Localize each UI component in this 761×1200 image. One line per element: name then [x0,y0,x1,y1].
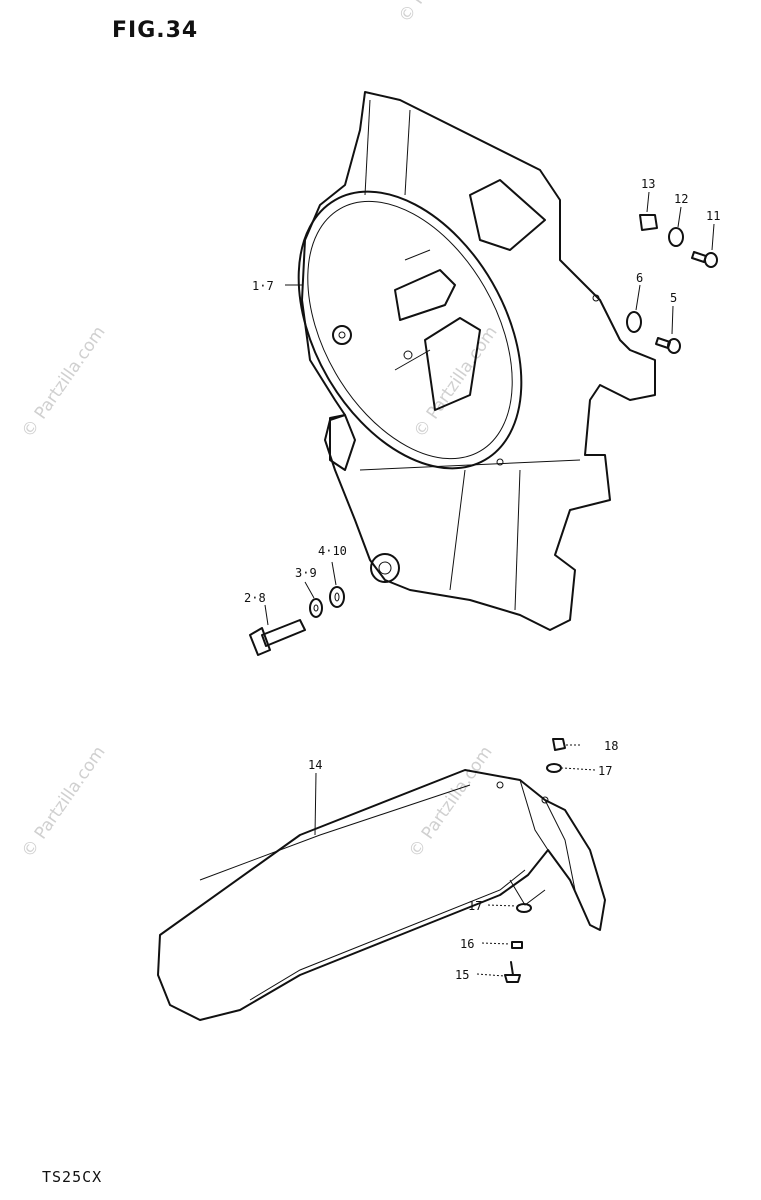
bolt-2-8 [249,619,306,656]
screw-16 [511,941,523,949]
callout-4-10: 4·10 [318,544,347,558]
callout-11: 11 [706,209,720,223]
leader-lines [264,191,715,977]
callout-17-upper: 17 [598,764,612,778]
callout-15: 15 [455,968,469,982]
screw-11 [691,251,718,268]
callout-5: 5 [670,291,677,305]
callout-17-lower: 17 [468,899,482,913]
spacer-13 [639,214,658,231]
washer-6 [626,311,642,333]
washer-3-9 [309,598,323,618]
magneto-cover [297,91,656,631]
callout-18: 18 [604,739,618,753]
callout-3-9: 3·9 [295,566,317,580]
callout-14: 14 [308,758,322,772]
screw-5 [655,337,681,354]
model-label: TS25CX [42,1168,103,1186]
callout-2-8: 2·8 [244,591,266,605]
nut-17-lower [516,903,532,913]
callout-6: 6 [636,271,643,285]
callout-12: 12 [674,192,688,206]
bolt-15 [504,961,521,983]
spacer-18 [552,738,566,751]
washer-4-10 [329,586,345,608]
washer-12 [668,227,684,247]
nut-17-upper [546,763,562,773]
callout-13: 13 [641,177,655,191]
figure-title: FIG.34 [112,18,199,43]
front-fender [157,769,606,1021]
callout-16: 16 [460,937,474,951]
callout-1-7: 1·7 [252,279,274,293]
